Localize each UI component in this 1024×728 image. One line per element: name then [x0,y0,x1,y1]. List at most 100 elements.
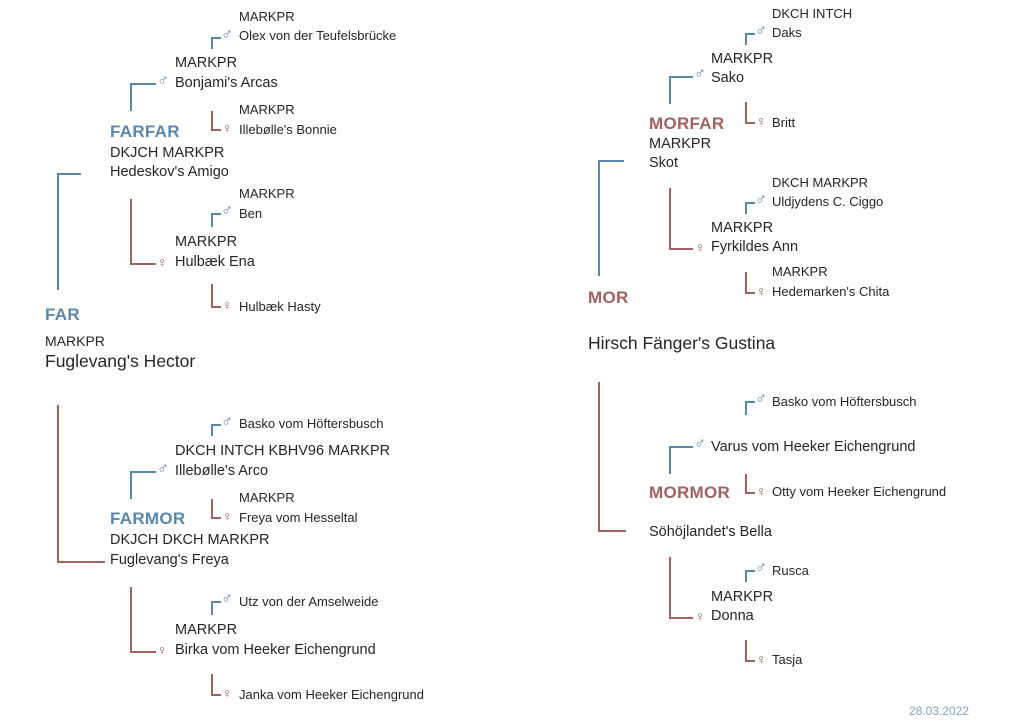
mfs-upper-tick [745,33,755,35]
ffd-upper-tick [211,213,221,215]
female-symbol-icon: ♀ [756,113,767,129]
fms-upper-tick [211,424,221,426]
morfar-label: MORFAR [649,114,725,133]
mf-dam-name: Fyrkildes Ann [711,239,799,255]
farmor-label: FARMOR [110,509,186,528]
female-symbol-icon: ♀ [756,483,767,499]
ff-dam-titles: MARKPR [175,234,238,250]
mms-lower-tick [745,492,755,494]
male-symbol-icon: ♂ [694,65,706,82]
farmor-upper-tick [130,471,156,473]
female-symbol-icon: ♀ [157,642,168,658]
mmd-sire-name: Rusca [772,563,809,578]
mormor-upper-tick [669,446,693,448]
morfar-name: Skot [649,155,679,171]
mfs-lower-tick [745,122,755,124]
female-symbol-icon: ♀ [222,508,233,524]
mmd-dam-name: Tasja [772,652,803,667]
fms-upper-connector [211,424,213,436]
male-symbol-icon: ♂ [755,22,767,39]
mfd-dam-titles: MARKPR [772,264,828,279]
mormor-lower-connector [669,557,671,619]
morfar-upper-connector [669,76,671,104]
far-label: FAR [45,305,80,324]
farfar-name: Hedeskov's Amigo [110,164,229,180]
male-symbol-icon: ♂ [694,435,706,452]
farfar-titles: DKJCH MARKPR [110,145,225,161]
morfar-titles: MARKPR [649,136,712,152]
fmd-lower-connector [211,674,213,696]
mor-lower-tick [598,530,626,532]
male-symbol-icon: ♂ [755,559,767,576]
farmor-lower-connector [130,587,132,653]
mm-sire-name: Varus vom Heeker Eichengrund [711,439,916,455]
mfs-dam-name: Britt [772,115,796,130]
ffs-sire-titles: MARKPR [239,9,295,24]
ffd-upper-connector [211,213,213,227]
mms-dam-name: Otty vom Heeker Eichengrund [772,484,947,499]
mms-upper-tick [745,401,755,403]
mfs-lower-connector [745,102,747,124]
ffs-lower-connector [211,111,213,131]
mms-sire-name: Basko vom Höftersbusch [772,394,917,409]
female-symbol-icon: ♀ [222,120,233,136]
mmd-upper-connector [745,570,747,582]
male-symbol-icon: ♂ [755,390,767,407]
mormor-upper-connector [669,446,671,474]
male-symbol-icon: ♂ [755,191,767,208]
farfar-upper-connector [130,83,132,111]
ffd-lower-connector [211,284,213,308]
mf-sire-name: Sako [711,70,745,86]
fms-dam-name: Freya vom Hesseltal [239,510,358,525]
mf-dam-titles: MARKPR [711,220,774,236]
ffd-sire-name: Ben [239,206,263,221]
ffd-sire-titles: MARKPR [239,186,295,201]
farfar-upper-tick [130,83,156,85]
female-symbol-icon: ♀ [222,685,233,701]
male-symbol-icon: ♂ [221,413,233,430]
ffs-dam-titles: MARKPR [239,102,295,117]
ffs-lower-tick [211,129,221,131]
mfs-upper-connector [745,33,747,45]
mmd-lower-tick [745,660,755,662]
mfd-upper-connector [745,202,747,214]
farfar-label: FARFAR [110,122,180,141]
ffs-sire-name: Olex von der Teufelsbrücke [239,28,397,43]
mmd-upper-tick [745,570,755,572]
mm-dam-titles: MARKPR [711,589,774,605]
morfar-upper-tick [669,76,693,78]
far-lower-connector [57,405,59,563]
far-lower-tick [57,561,105,563]
morfar-lower-tick [669,248,693,250]
mm-dam-name: Donna [711,608,754,624]
mor-lower-connector [598,382,600,532]
farmor-titles: DKJCH DKCH MARKPR [110,532,270,548]
mfd-sire-titles: DKCH MARKPR [772,175,869,190]
mfd-upper-tick [745,202,755,204]
mor-label: MOR [588,288,629,307]
mf-sire-titles: MARKPR [711,51,774,67]
mor-upper-tick [598,160,624,162]
female-symbol-icon: ♀ [222,297,233,313]
ff-sire-titles: MARKPR [175,55,238,71]
female-symbol-icon: ♀ [756,651,767,667]
fms-dam-titles: MARKPR [239,490,295,505]
fms-lower-connector [211,499,213,519]
farmor-upper-connector [130,471,132,499]
morfar-lower-connector [669,188,671,250]
male-symbol-icon: ♂ [157,460,169,477]
fmd-upper-tick [211,601,221,603]
fmd-sire-name: Utz von der Amselweide [239,594,379,609]
farmor-lower-tick [130,651,156,653]
ffd-dam-name: Hulbæk Hasty [239,299,321,314]
mms-upper-connector [745,401,747,415]
fmd-dam-name: Janka vom Heeker Eichengrund [239,687,424,702]
female-symbol-icon: ♀ [695,239,706,255]
farfar-lower-connector [130,199,132,265]
fm-dam-titles: MARKPR [175,622,238,638]
fmd-lower-tick [211,694,221,696]
farmor-name: Fuglevang's Freya [110,552,229,568]
far-titles: MARKPR [45,333,105,349]
ff-sire-name: Bonjami's Arcas [175,75,278,91]
ffs-upper-tick [211,37,221,39]
